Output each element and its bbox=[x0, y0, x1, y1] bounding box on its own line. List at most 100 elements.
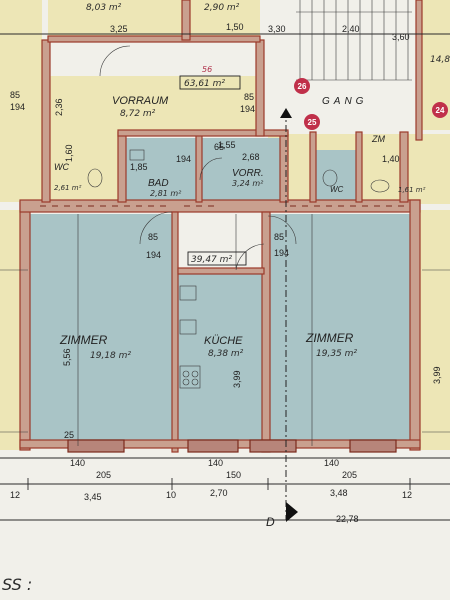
zimmer-right-fill bbox=[268, 214, 410, 446]
wall-right bbox=[409, 199, 421, 451]
top-center-area: 2,90 m² bbox=[204, 3, 240, 13]
marker-24-label: 24 bbox=[436, 106, 445, 115]
vorraum-fill bbox=[48, 76, 258, 134]
wall-top-right bbox=[415, 0, 423, 141]
left-edge-area bbox=[0, 0, 42, 202]
zm-label: ZM bbox=[371, 134, 385, 144]
dim-wall-10: 10 bbox=[166, 490, 176, 500]
dim-h-zimmer-left: 5,56 bbox=[62, 348, 72, 366]
marker-24: 24 bbox=[432, 102, 448, 118]
wall-service-top bbox=[117, 129, 289, 137]
window-sill-right-b bbox=[349, 439, 397, 453]
wall-vorraum-left bbox=[41, 39, 51, 203]
boxed-subtotal-value: 39,47 m² bbox=[191, 255, 232, 265]
dim-205-a: 205 bbox=[96, 470, 111, 480]
left-strip-fill bbox=[0, 210, 20, 450]
marker-26-label: 26 bbox=[298, 82, 307, 91]
dim-door-194-a: 194 bbox=[146, 250, 161, 260]
wc-left-area: 2,61 m² bbox=[54, 184, 82, 192]
section-mark-label: D bbox=[266, 515, 275, 529]
wall-left-kitchen bbox=[171, 211, 179, 453]
wc-right-fill bbox=[316, 150, 356, 200]
wc-right-label: WC bbox=[330, 185, 344, 194]
marker-25-label: 25 bbox=[308, 118, 317, 127]
dim-door-194-d: 194 bbox=[10, 102, 25, 112]
vorr-fill bbox=[200, 138, 280, 210]
vorraum-label: VORRAUM bbox=[112, 95, 169, 107]
vorr-area: 3,24 m² bbox=[232, 179, 264, 188]
dim-vorr-w: 2,68 bbox=[242, 152, 260, 162]
zimmer-left-area: 19,18 m² bbox=[90, 351, 131, 361]
dim-bad-w: 1,85 bbox=[130, 162, 148, 172]
dim-bottom-overall: 22,78 bbox=[336, 514, 359, 524]
window-sill-right-a bbox=[249, 439, 297, 453]
dim-155: 1,55 bbox=[218, 140, 236, 150]
dim-236: 2,36 bbox=[54, 98, 64, 116]
dim-door-85-a: 85 bbox=[148, 232, 158, 242]
wall-left bbox=[19, 201, 31, 451]
window-sill-left bbox=[67, 439, 125, 453]
dim-bottom-right: 3,48 bbox=[330, 488, 348, 498]
dim-top-row-3: 3,60 bbox=[392, 32, 410, 42]
dim-door-85-b: 85 bbox=[274, 232, 284, 242]
corner-area: 14,8 bbox=[430, 55, 450, 65]
vorraum-area: 8,72 m² bbox=[120, 109, 156, 119]
wc-left-label: WC bbox=[54, 162, 69, 172]
dim-wall-12a: 12 bbox=[10, 490, 20, 500]
kueche-area: 8,38 m² bbox=[208, 349, 244, 359]
zimmer-left-fill bbox=[28, 214, 176, 446]
top-left-area: 8,03 m² bbox=[86, 3, 122, 13]
dim-140-a: 140 bbox=[70, 458, 85, 468]
boxed-area-frame bbox=[179, 75, 241, 90]
drawing-lines bbox=[0, 0, 450, 521]
wall-kitchen-top bbox=[177, 267, 265, 275]
right-strip-fill bbox=[415, 210, 450, 450]
wall-wc-right-left bbox=[309, 131, 317, 203]
wall-vorraum-top bbox=[47, 35, 261, 43]
kueche-label: KÜCHE bbox=[204, 335, 243, 347]
dim-top-row-2: 2,40 bbox=[342, 24, 360, 34]
dim-140-b: 140 bbox=[208, 458, 223, 468]
boxed-area-value: 63,61 m² bbox=[184, 79, 225, 89]
dim-325: 3,25 bbox=[110, 24, 128, 34]
vorr-label: VORR. bbox=[232, 168, 264, 179]
section-arrow-top-icon bbox=[280, 108, 292, 118]
top-number-56: 56 bbox=[202, 65, 212, 74]
kueche-fill bbox=[176, 270, 266, 446]
gang-label: GANG bbox=[322, 96, 367, 107]
wall-vorraum-right bbox=[255, 39, 265, 137]
dim-194-bad: 194 bbox=[176, 154, 191, 164]
wall-wc-right-right bbox=[355, 131, 363, 203]
wall-gang-right bbox=[399, 131, 409, 203]
top-center-room-fill bbox=[190, 0, 260, 40]
boxed-subtotal-frame bbox=[187, 251, 247, 266]
wall-bad-vorr bbox=[195, 131, 203, 203]
bad-area: 2,81 m² bbox=[150, 189, 182, 198]
dim-top-row-1: 3,30 bbox=[268, 24, 286, 34]
wc-right-area: 1,61 m² bbox=[398, 186, 426, 194]
zimmer-left-label: ZIMMER bbox=[59, 333, 108, 347]
top-left-room-fill bbox=[48, 0, 182, 40]
dim-wall-25: 25 bbox=[64, 430, 74, 440]
dim-door-85-c: 85 bbox=[244, 92, 254, 102]
wc-left-fill bbox=[48, 134, 118, 200]
zimmer-right-area: 19,35 m² bbox=[316, 349, 357, 359]
dim-h-kueche: 3,99 bbox=[232, 370, 242, 388]
wall-top-divider bbox=[181, 0, 191, 41]
footer-text: SS : bbox=[2, 575, 32, 594]
marker-26: 26 bbox=[294, 78, 310, 94]
dim-150: 150 bbox=[226, 470, 241, 480]
dim-door-194-b: 194 bbox=[274, 248, 289, 258]
dim-140-c: 140 bbox=[324, 458, 339, 468]
marker-25: 25 bbox=[304, 114, 320, 130]
dim-h-zimmer-right: 3,99 bbox=[432, 366, 442, 384]
wall-vorr-right bbox=[279, 131, 289, 203]
window-sill-middle bbox=[187, 439, 239, 453]
zimmer-right-label: ZIMMER bbox=[305, 331, 354, 345]
dim-wc-140: 1,40 bbox=[382, 154, 400, 164]
dim-wc-150: 1,50 bbox=[226, 22, 244, 32]
dim-door-194-c: 194 bbox=[240, 104, 255, 114]
wall-wc-bad bbox=[117, 131, 127, 203]
bad-label: BAD bbox=[148, 178, 169, 189]
